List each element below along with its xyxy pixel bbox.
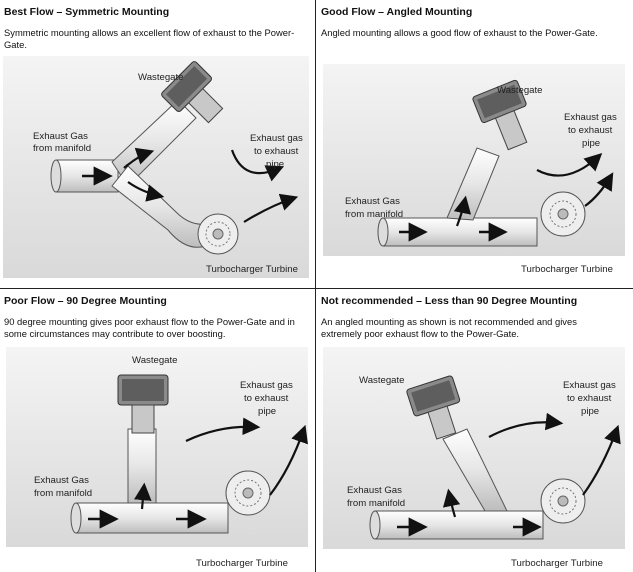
panel-title: Good Flow – Angled Mounting — [321, 6, 473, 18]
label-turbo: Turbocharger Turbine — [511, 558, 603, 569]
label-exhaust-in: Exhaust Gas — [34, 475, 89, 486]
panel-description: Symmetric mounting allows an excellent f… — [4, 27, 295, 50]
flow-arrow-to-turbo — [127, 181, 165, 202]
label-exhaust-out: to exhaust — [567, 393, 612, 404]
panel-description: An angled mounting as shown is not recom… — [321, 316, 577, 339]
label-exhaust-out: to exhaust — [244, 393, 289, 404]
flow-arrow-exhaust-out — [536, 152, 603, 177]
pipe-opening — [377, 217, 389, 247]
pipe-opening — [50, 159, 62, 193]
panel-90-degree-mounting: Poor Flow – 90 Degree Mounting 90 degree… — [0, 289, 316, 572]
label-wastegate: Wastegate — [497, 85, 543, 96]
panel-title: Poor Flow – 90 Degree Mounting — [4, 295, 167, 307]
label-exhaust-in: from manifold — [345, 209, 403, 220]
wastegate-valve — [117, 374, 169, 434]
label-exhaust-out: Exhaust gas — [240, 380, 293, 391]
flow-arrow-turbo-out — [269, 424, 308, 496]
label-turbo: Turbocharger Turbine — [206, 264, 298, 275]
label-exhaust-out: to exhaust — [568, 125, 613, 136]
flow-arrow-to-wastegate — [453, 195, 472, 227]
wastegate-branch-pipe — [127, 428, 157, 504]
label-turbo: Turbocharger Turbine — [196, 558, 288, 569]
wastegate-valve — [161, 61, 224, 124]
label-wastegate: Wastegate — [138, 72, 184, 83]
flow-arrow-turbo-out — [584, 172, 614, 207]
label-exhaust-out: Exhaust gas — [564, 112, 617, 123]
wastegate-valve — [472, 79, 528, 151]
diagram-background — [3, 56, 309, 278]
flow-arrow-exhaust-out — [230, 149, 285, 182]
label-exhaust-in: Exhaust Gas — [33, 131, 88, 142]
panel-symmetric-mounting: Best Flow – Symmetric Mounting Symmetric… — [0, 0, 316, 288]
panel-less-than-90-degree-mounting: Not recommended – Less than 90 Degree Mo… — [317, 289, 633, 572]
flow-arrow-turbo-out — [243, 193, 299, 223]
label-wastegate: Wastegate — [359, 375, 405, 386]
label-exhaust-in: from manifold — [34, 488, 92, 499]
label-turbo: Turbocharger Turbine — [521, 264, 613, 275]
label-exhaust-out: to exhaust — [254, 146, 299, 157]
panel-angled-mounting: Good Flow – Angled Mounting Angled mount… — [317, 0, 633, 288]
flow-arrow-exhaust-out — [185, 417, 261, 442]
panel-description: Angled mounting allows a good flow of ex… — [321, 27, 598, 38]
wastegate-diagram: Wastegate Exhaust Gas from manifold Exha… — [6, 347, 308, 569]
manifold-pipe — [374, 510, 544, 540]
label-exhaust-out: Exhaust gas — [563, 380, 616, 391]
panel-description: 90 degree mounting gives poor exhaust fl… — [4, 316, 295, 339]
label-exhaust-out: Exhaust gas — [250, 133, 303, 144]
label-exhaust-in: from manifold — [347, 498, 405, 509]
label-exhaust-in: from manifold — [33, 143, 91, 154]
flow-arrow-to-wastegate — [123, 147, 155, 169]
label-exhaust-out: pipe — [258, 406, 276, 417]
flow-arrow-to-wastegate — [134, 482, 152, 510]
panel-title: Not recommended – Less than 90 Degree Mo… — [321, 295, 578, 307]
pipe-opening — [70, 502, 82, 534]
label-exhaust-out: pipe — [582, 138, 600, 149]
flow-arrow-turbo-out — [582, 424, 621, 496]
flow-arrow-exhaust-out — [488, 412, 564, 438]
wastegate-valve — [406, 375, 461, 440]
pipe-opening — [369, 510, 381, 540]
wastegate-diagram: Wastegate Exhaust Gas from manifold Exha… — [323, 64, 625, 275]
label-exhaust-in: Exhaust Gas — [347, 485, 402, 496]
panel-title: Best Flow – Symmetric Mounting — [4, 6, 170, 18]
wastegate-diagram: Wastegate Exhaust Gas from manifold Exha… — [323, 347, 625, 569]
flow-arrow-to-wastegate — [442, 488, 461, 518]
wastegate-branch-pipe — [442, 428, 508, 512]
wastegate-diagram: Wastegate Exhaust Gas from manifold Exha… — [3, 56, 309, 278]
label-exhaust-in: Exhaust Gas — [345, 196, 400, 207]
label-exhaust-out: pipe — [266, 159, 284, 170]
label-exhaust-out: pipe — [581, 406, 599, 417]
label-wastegate: Wastegate — [132, 355, 178, 366]
horizontal-divider — [0, 288, 633, 289]
vertical-divider — [315, 0, 316, 572]
